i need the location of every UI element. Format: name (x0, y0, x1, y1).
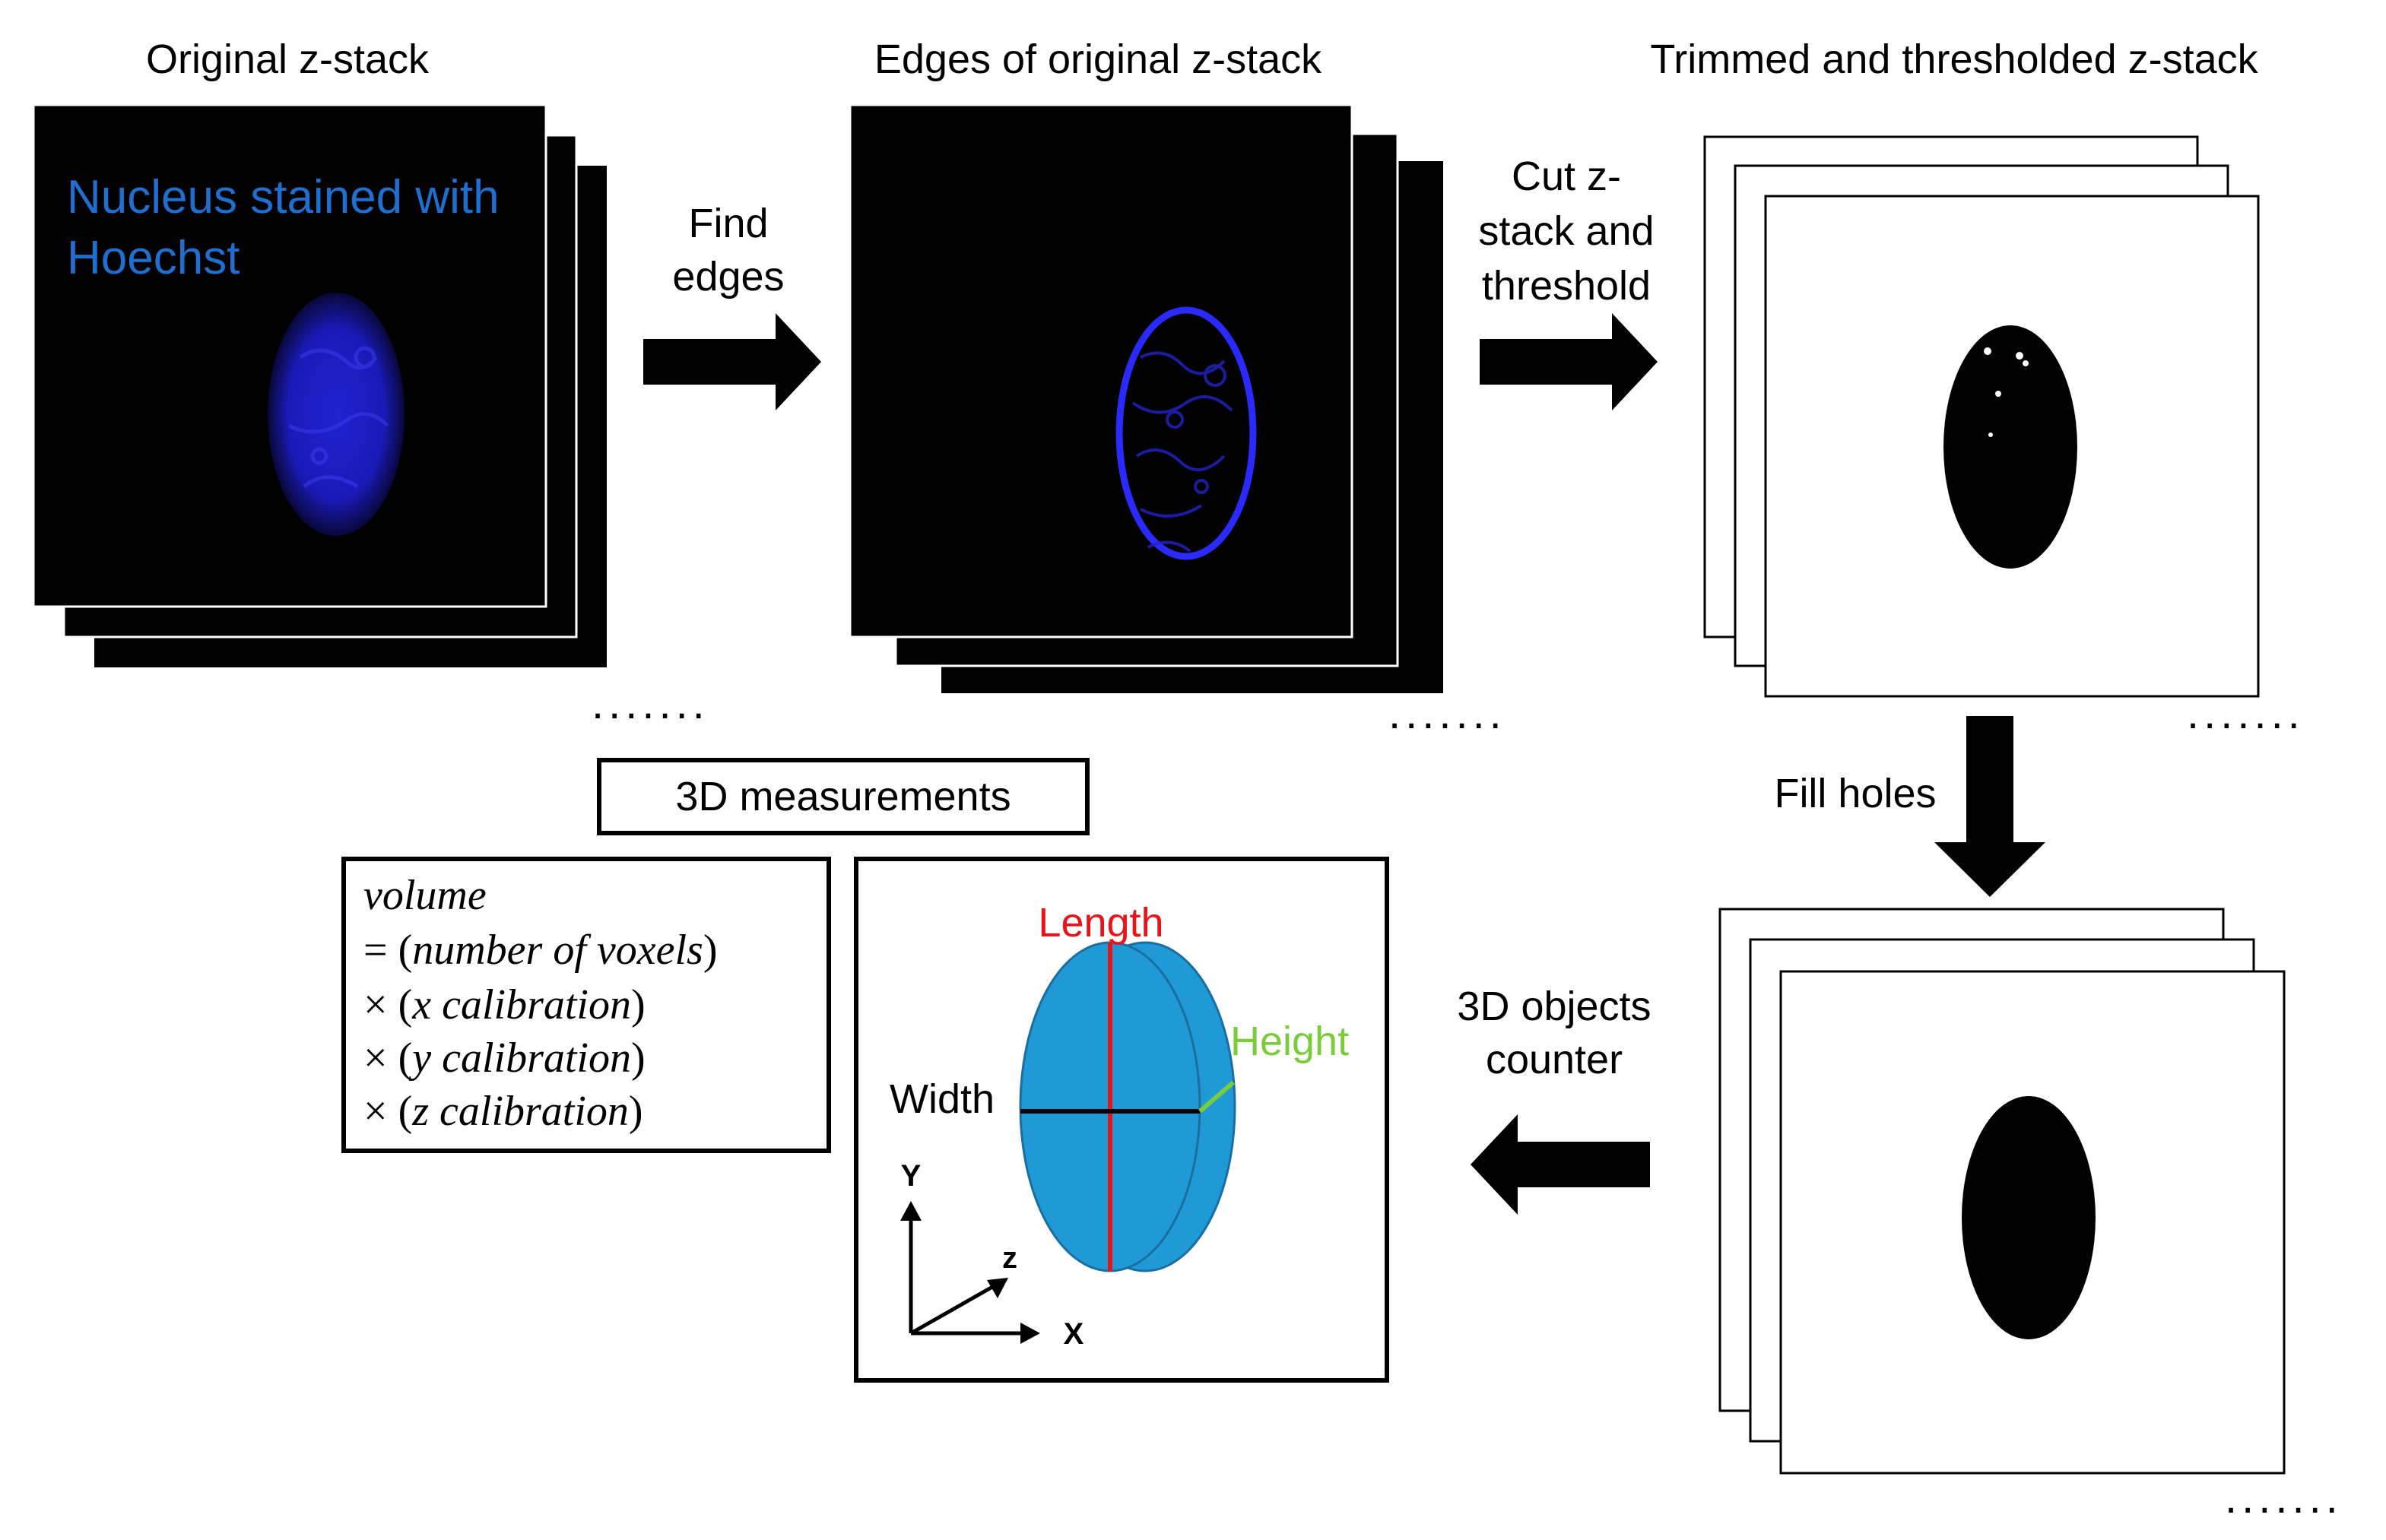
formula-line1: volume (363, 872, 487, 919)
arrow-find-edges (643, 313, 821, 410)
filled-nucleus (1962, 1096, 2096, 1339)
cut-line3: threshold (1482, 263, 1651, 309)
cut-line2: stack and (1478, 208, 1654, 254)
thresholded-nucleus (1943, 325, 2077, 569)
volume-formula-box (341, 857, 831, 1153)
ellipsis-filled: ....... (2225, 1473, 2343, 1523)
length-label: Length (1038, 900, 1163, 946)
nucleus-label-line2: Hoechst (67, 232, 240, 284)
counter-line1: 3D objects (1457, 984, 1651, 1029)
width-label: Width (890, 1076, 995, 1122)
filled-z-stack (1718, 908, 2286, 1475)
nucleus-edge-texture (1131, 351, 1233, 553)
threshold-holes (1984, 347, 2029, 437)
original-title: Original z-stack (146, 36, 430, 82)
x-axis-label: X (1064, 1317, 1084, 1351)
trimmed-title: Trimmed and thresholded z-stack (1650, 36, 2258, 82)
y-axis-label: Y (901, 1159, 922, 1193)
nucleus-texture (287, 346, 389, 489)
find-edges-line2: edges (672, 254, 784, 299)
ellipsis-original: ....... (592, 679, 709, 728)
original-z-stack (32, 103, 607, 667)
y-axis-arrowhead (900, 1201, 922, 1221)
measurements-title: 3D measurements (675, 774, 1011, 819)
height-line (1198, 1080, 1235, 1114)
formula-line4: × (y calibration) (363, 1035, 646, 1082)
arrow-objects-counter (1471, 1114, 1650, 1215)
fill-holes-label: Fill holes (1774, 771, 1936, 816)
volume-formula: volume = (number of voxels) × (x calibra… (363, 872, 717, 1135)
z-axis-arrowhead (987, 1278, 1008, 1298)
nucleus-image (268, 293, 405, 536)
find-edges-line1: Find (688, 201, 768, 246)
measurements-title-box (597, 758, 1090, 835)
x-axis-arrowhead (1020, 1323, 1040, 1344)
formula-line5: × (z calibration) (363, 1088, 643, 1135)
ellipsoid-model (1019, 941, 1236, 1272)
formula-line2: = (number of voxels) (363, 927, 717, 974)
arrow-fill-holes (1934, 716, 2045, 897)
height-label: Height (1230, 1019, 1349, 1064)
formula-line3: × (x calibration) (363, 981, 646, 1028)
z-axis-label: z (1002, 1241, 1017, 1275)
z-axis (909, 1281, 1001, 1336)
edges-title: Edges of original z-stack (874, 36, 1322, 82)
counter-line2: counter (1486, 1037, 1623, 1082)
trimmed-z-stack (1703, 135, 2260, 698)
ellipsis-trimmed: ....... (2187, 689, 2305, 738)
coordinate-axes (909, 1212, 1030, 1336)
cut-line1: Cut z- (1512, 154, 1621, 199)
nucleus-label-line1: Nucleus stained with (67, 171, 500, 223)
arrow-cut-threshold (1480, 313, 1658, 410)
ellipsis-edges: ....... (1388, 689, 1506, 738)
edges-z-stack (849, 103, 1443, 693)
nucleus-edge-outline (1115, 306, 1257, 560)
stack-slice-front (849, 103, 1353, 638)
